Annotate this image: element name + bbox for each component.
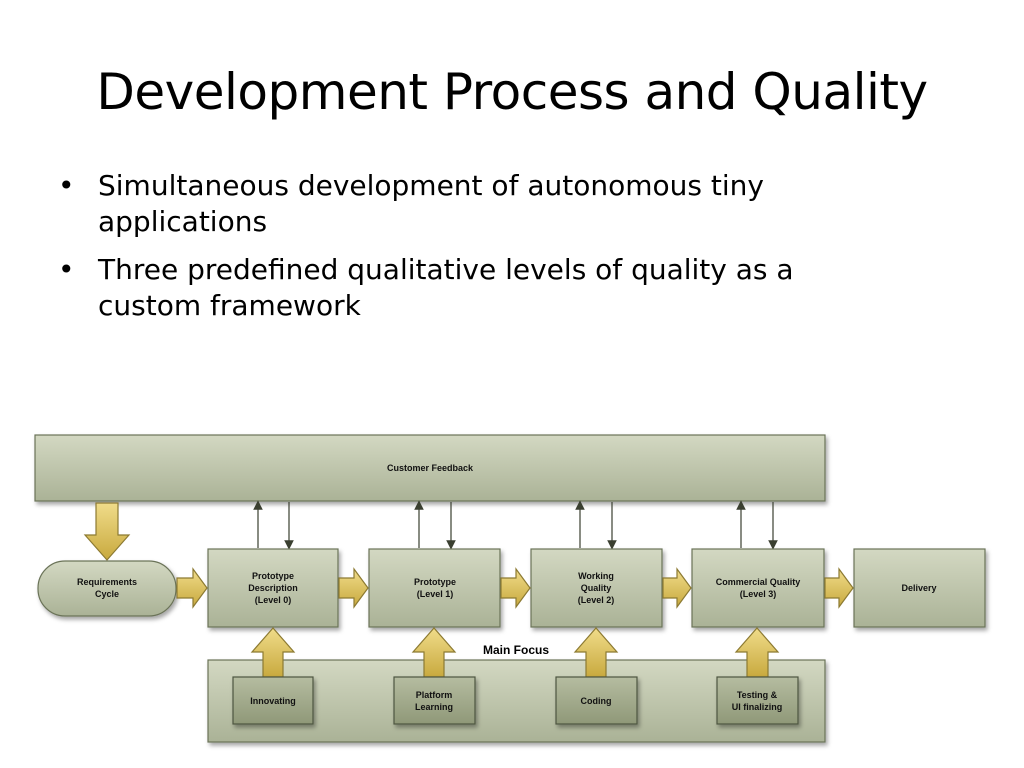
requirements-cycle-node: Requirements Cycle — [37, 560, 177, 617]
bullet-text-line: applications — [98, 205, 268, 238]
feedback-to-requirements-arrow — [83, 502, 131, 561]
stage-label-line: (Level 1) — [417, 589, 454, 599]
bullet-item: • Three predefined qualitative levels of… — [58, 252, 938, 324]
focus-item-label: UI finalizing — [732, 702, 783, 712]
slide-title: Development Process and Quality — [96, 63, 928, 121]
focus-arrow-up — [411, 627, 457, 678]
requirements-label-line: Cycle — [95, 589, 119, 599]
bullet-text-line: Simultaneous development of autonomous t… — [98, 169, 764, 202]
focus-arrows — [250, 627, 780, 678]
flow-arrow-right — [176, 567, 208, 609]
bullet-list: • Simultaneous development of autonomous… — [58, 168, 938, 336]
feedback-connectors — [253, 500, 778, 550]
focus-arrow-up — [734, 627, 780, 678]
stage-label-line: (Level 2) — [578, 595, 615, 605]
stage-commercial-quality: Commercial Quality (Level 3) — [691, 548, 825, 628]
focus-item-coding: Coding — [555, 676, 638, 725]
stage-label-line: Quality — [581, 583, 612, 593]
customer-feedback-bar: Customer Feedback — [34, 434, 826, 502]
focus-item-label: Innovating — [250, 696, 296, 706]
stage-label-line: Commercial Quality — [716, 577, 801, 587]
focus-item-label: Testing & — [737, 690, 778, 700]
stage-label-line: (Level 0) — [255, 595, 292, 605]
bullet-glyph: • — [58, 253, 75, 286]
focus-item-label: Coding — [581, 696, 612, 706]
flow-arrow-right — [824, 567, 854, 609]
focus-item-innovating: Innovating — [232, 676, 314, 725]
stage-label-line: (Level 3) — [740, 589, 777, 599]
focus-item-testing: Testing & UI finalizing — [716, 676, 799, 725]
focus-item-platform-learning: Platform Learning — [393, 676, 476, 725]
focus-arrow-up — [573, 627, 619, 678]
focus-arrow-up — [250, 627, 296, 678]
flow-arrow-right — [338, 567, 369, 609]
bullet-item: • Simultaneous development of autonomous… — [58, 168, 938, 240]
stage-label-line: Prototype — [414, 577, 456, 587]
customer-feedback-label: Customer Feedback — [387, 463, 474, 473]
stage-delivery: Delivery — [853, 548, 986, 628]
stage-prototype: Prototype (Level 1) — [368, 548, 501, 628]
stage-working-quality: Working Quality (Level 2) — [530, 548, 663, 628]
requirements-label-line: Requirements — [77, 577, 137, 587]
bullet-text-line: Three predefined qualitative levels of q… — [98, 253, 794, 286]
stage-prototype-description: Prototype Description (Level 0) — [207, 548, 339, 628]
stage-label-line: Prototype — [252, 571, 294, 581]
focus-item-label: Learning — [415, 702, 453, 712]
focus-item-label: Platform — [416, 690, 453, 700]
flow-arrow-right — [662, 567, 692, 609]
stage-label-line: Description — [248, 583, 298, 593]
bullet-glyph: • — [58, 169, 75, 202]
bullet-text-line: custom framework — [98, 289, 361, 322]
main-focus-label: Main Focus — [483, 643, 549, 657]
delivery-label: Delivery — [901, 583, 936, 593]
stage-label-line: Working — [578, 571, 614, 581]
flow-arrows — [176, 567, 854, 609]
flow-arrow-right — [500, 567, 531, 609]
